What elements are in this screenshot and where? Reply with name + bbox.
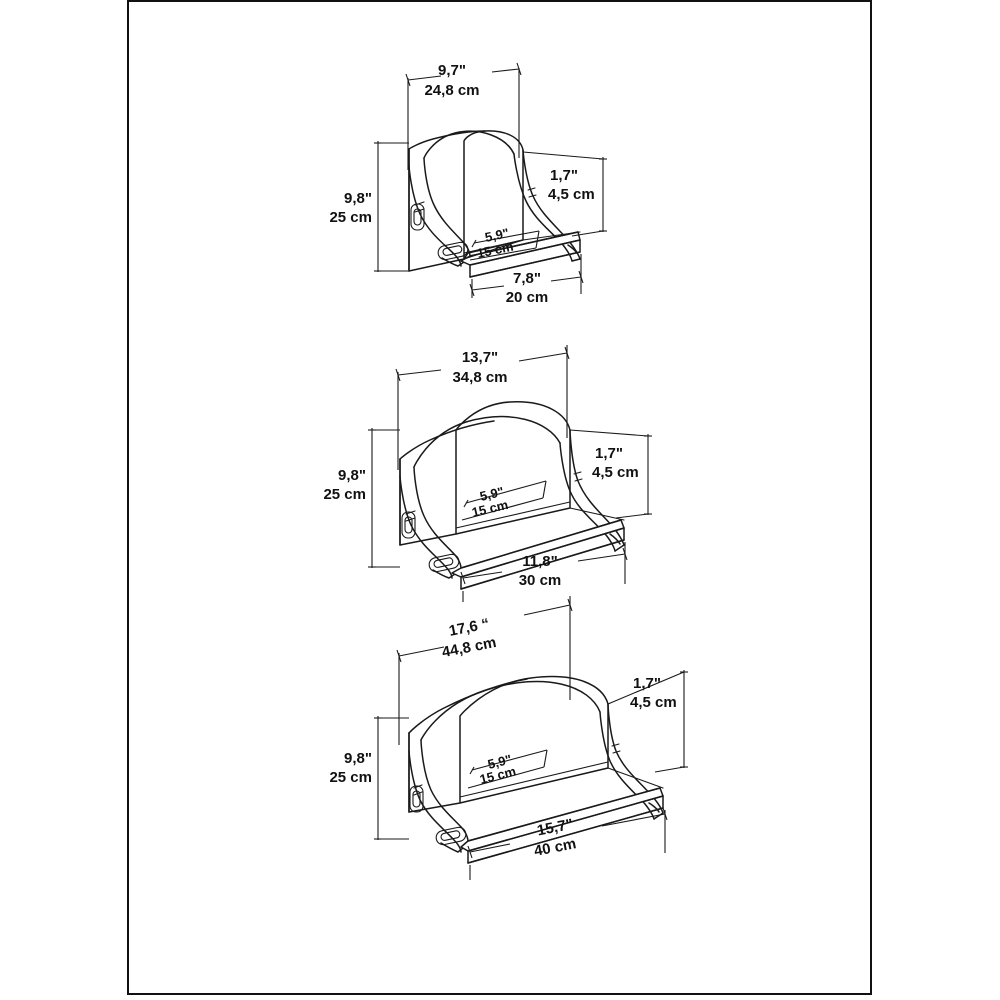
dim-shelfwidth-inch-medium: 11,8" <box>522 553 557 570</box>
dim-depth-inch-small: 5,9" <box>484 225 511 245</box>
dim-shelfwidth-metric-medium: 30 cm <box>519 572 562 589</box>
dim-height-inch-medium: 9,8" <box>338 467 366 484</box>
dimension-lip-small: 1,7" 4,5 cm <box>522 151 607 237</box>
dim-lip-inch-small: 1,7" <box>550 167 578 184</box>
dim-height-metric-large: 25 cm <box>329 769 372 786</box>
dim-top-width-inch-small: 9,7" <box>438 62 466 79</box>
drawing-shelf-medium: 13,7" 34,8 cm 9,8" 25 cm 1,7" <box>323 345 652 602</box>
dim-depth-metric-small: 15 cm <box>476 239 515 261</box>
keyhole-slot-icon <box>428 553 460 573</box>
dimension-height-small: 9,8" 25 cm <box>329 141 409 272</box>
drawing-shelf-small: 9,7" 24,8 cm 9,8" 25 cm 1,7" <box>329 62 607 306</box>
dim-lip-inch-medium: 1,7" <box>595 445 623 462</box>
dim-top-width-metric-large: 44,8 cm <box>441 634 498 661</box>
dimension-lip-large: 1,7" 4,5 cm <box>607 670 688 773</box>
dim-lip-metric-small: 4,5 cm <box>548 186 595 203</box>
dimension-height-medium: 9,8" 25 cm <box>323 428 400 568</box>
keyhole-slot-icon <box>435 826 467 846</box>
shelf-body-medium <box>399 401 625 590</box>
dim-top-width-metric-medium: 34,8 cm <box>452 369 507 386</box>
dim-top-width-inch-medium: 13,7" <box>462 349 498 366</box>
dimension-top-width-medium: 13,7" 34,8 cm <box>395 345 570 470</box>
keyhole-slot-icon <box>437 241 469 261</box>
dim-height-inch-large: 9,8" <box>344 750 372 767</box>
dim-depth-inch-medium: 5,9" <box>478 484 505 504</box>
dimension-lip-medium: 1,7" 4,5 cm <box>569 429 652 519</box>
dim-top-width-metric-small: 24,8 cm <box>424 82 479 99</box>
drawing-shelf-large: 17,6 “ 44,8 cm 9,8" 25 cm 1,7" <box>329 596 688 880</box>
dimension-height-large: 9,8" 25 cm <box>329 716 409 840</box>
dim-height-inch-small: 9,8" <box>344 190 372 207</box>
dimension-depth-small: 5,9" 15 cm <box>469 225 540 261</box>
dimension-shelfwidth-medium: 11,8" 30 cm <box>460 542 628 602</box>
dim-height-metric-medium: 25 cm <box>323 486 366 503</box>
dim-lip-metric-large: 4,5 cm <box>630 694 677 711</box>
keyhole-slot-icon <box>410 203 425 231</box>
dimension-shelfwidth-small: 7,8" 20 cm <box>469 254 584 306</box>
keyhole-slot-icon <box>409 785 424 813</box>
dimension-shelfwidth-large: 15,7" 40 cm <box>467 807 668 880</box>
dim-shelfwidth-metric-small: 20 cm <box>506 289 549 306</box>
dim-lip-metric-medium: 4,5 cm <box>592 464 639 481</box>
shelf-body-large <box>408 675 664 864</box>
keyhole-slot-icon <box>401 511 416 539</box>
dim-shelfwidth-inch-small: 7,8" <box>513 270 541 287</box>
dim-shelfwidth-inch-large: 15,7" <box>536 816 575 840</box>
dimension-top-width-small: 9,7" 24,8 cm <box>405 62 522 170</box>
dim-lip-inch-large: 1,7" <box>633 675 661 692</box>
dim-depth-inch-large: 5,9" <box>486 751 513 771</box>
dim-height-metric-small: 25 cm <box>329 209 372 226</box>
